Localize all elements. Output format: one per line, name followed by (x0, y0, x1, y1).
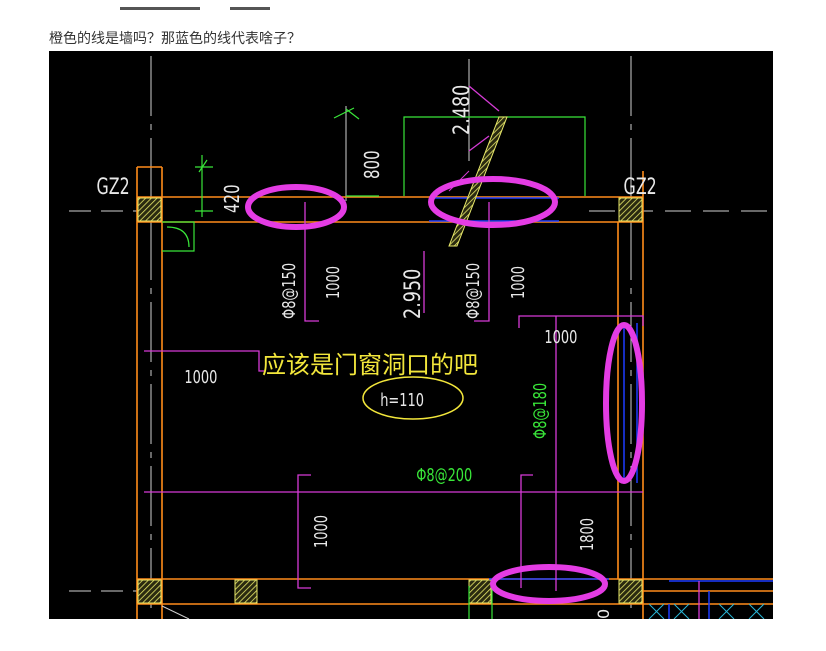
gz2-right-label: GZ2 (624, 173, 657, 199)
dim-1000-left: 1000 (184, 366, 217, 388)
blue-lines (429, 197, 773, 619)
rebar-150-left: Φ8@150 (278, 263, 300, 319)
len-1800: 1800 (576, 518, 598, 551)
dim-2950: 2.950 (400, 269, 425, 319)
rebar-200: Φ8@200 (416, 464, 472, 486)
green-lines (162, 107, 586, 619)
axis-lines (69, 56, 773, 611)
dim-420: 420 (222, 184, 245, 213)
dim-1000-right: 1000 (544, 326, 577, 348)
gz2-left-label: GZ2 (97, 173, 130, 199)
annotation-door-window-opening: 应该是门窗洞口的吧 (262, 351, 478, 379)
dim-2480: 2.480 (449, 85, 474, 135)
zero-label: 0 (594, 609, 613, 619)
magenta-lines (144, 85, 700, 619)
rebar-150-right: Φ8@150 (462, 263, 484, 319)
cad-drawing-screenshot: GZ2 GZ2 1000 1000 h=110 0 420 800 2.480 … (49, 51, 773, 619)
post-question-text: 橙色的线是墙吗？那蓝色的线代表啥子？ (49, 31, 301, 47)
slab-thickness-label: h=110 (380, 389, 424, 411)
cyan-cross-hatch (161, 603, 765, 619)
slab-ellipse (362, 376, 464, 420)
dim-800: 800 (362, 150, 385, 179)
column-hatch (137, 197, 643, 604)
len-1000-a: 1000 (322, 266, 344, 299)
len-1000-bottom: 1000 (310, 515, 332, 548)
cropped-top-strip (0, 0, 826, 10)
len-1000-b: 1000 (507, 266, 529, 299)
rebar-180: Φ8@180 (529, 383, 551, 439)
highlight-ellipses (245, 176, 645, 604)
